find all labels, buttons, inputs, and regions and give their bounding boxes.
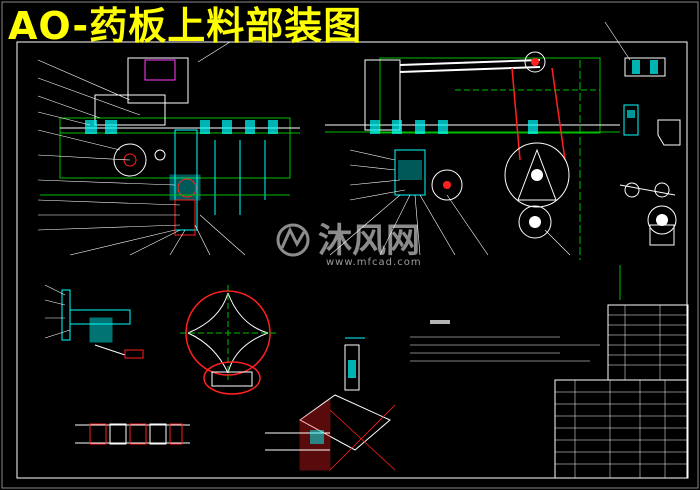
side-view-assembly [325,51,621,300]
technical-notes [410,320,600,362]
watermark-logo [276,223,310,257]
front-view-assembly [37,41,300,256]
bottom-left-detail [44,284,144,359]
disc-section-view [180,285,276,395]
drawing-frame [16,41,688,479]
section-detail-view [265,337,396,471]
watermark-brand: 沐风网 [318,221,420,261]
parts-list-table [554,304,689,479]
drawing-title: AO-药板上料部装图 [8,4,363,48]
roller-detail [75,423,190,445]
watermark-url: www.mfcad.com [326,257,422,268]
right-detail-views [604,21,681,246]
